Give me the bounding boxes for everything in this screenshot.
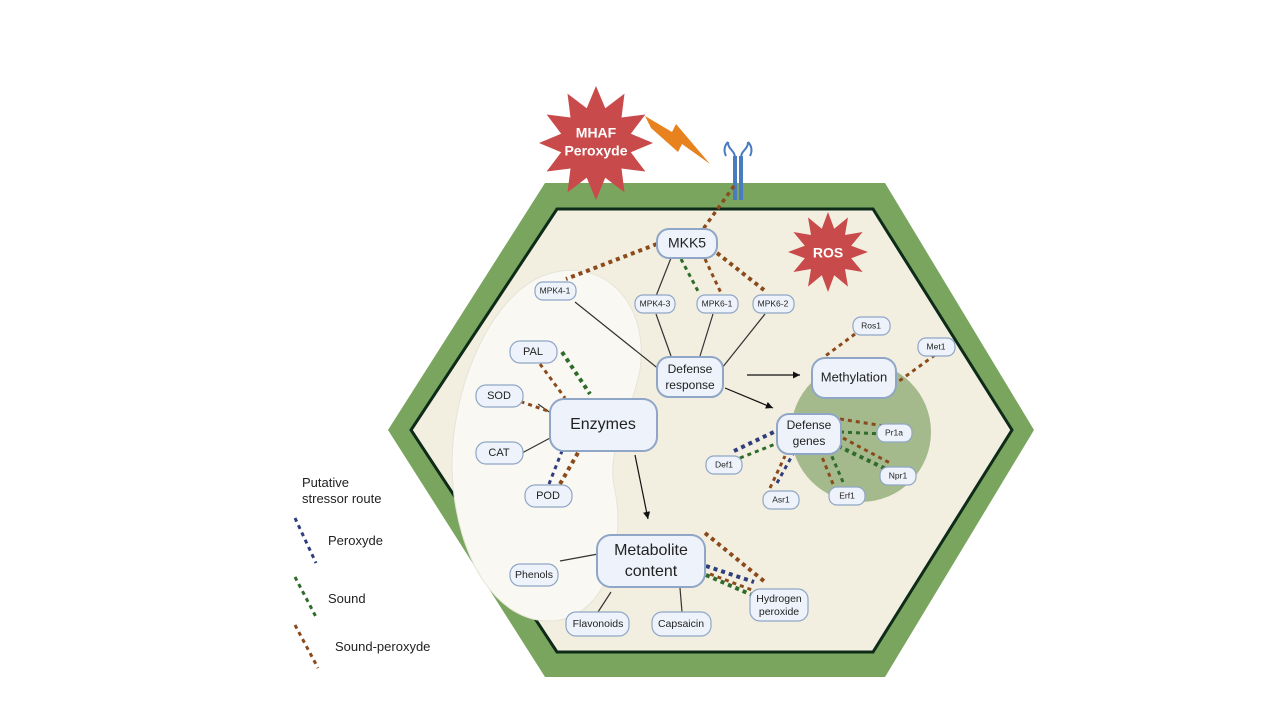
node-def1-label: Def1	[715, 459, 733, 469]
node-mpk4-3-label: MPK4-3	[640, 298, 671, 308]
node-metabolite-content: Metabolite content	[596, 534, 706, 588]
lightning-icon	[645, 116, 710, 164]
node-ros1: Ros1	[852, 316, 891, 336]
node-pal: PAL	[509, 340, 558, 364]
node-defense-genes: Defense genes	[776, 413, 842, 455]
node-capsaicin-label: Capsaicin	[658, 618, 704, 630]
node-mpk4-1: MPK4-1	[534, 281, 577, 301]
node-defense-response-line2: response	[665, 378, 715, 392]
node-flavonoids: Flavonoids	[565, 611, 630, 637]
node-metabolite-content-line1: Metabolite	[614, 542, 688, 559]
node-mpk6-1: MPK6-1	[696, 294, 739, 314]
node-metabolite-content-line2: content	[625, 563, 678, 580]
node-met1-label: Met1	[927, 341, 946, 351]
legend-swatch-peroxyde	[293, 517, 318, 564]
node-def1: Def1	[705, 455, 743, 475]
node-erf1: Erf1	[828, 486, 866, 506]
node-mpk6-1-label: MPK6-1	[702, 298, 733, 308]
solid-connections	[521, 257, 766, 613]
legend-swatch-sound-peroxyde	[293, 624, 320, 669]
legend: Putative stressor route Peroxyde Sound S…	[293, 475, 430, 669]
node-erf1-label: Erf1	[839, 490, 855, 500]
stressor-label-line2: Peroxyde	[564, 143, 627, 159]
node-hydrogen-peroxide-line1: Hydrogen	[756, 593, 802, 605]
dashed-routes	[512, 184, 936, 597]
node-capsaicin: Capsaicin	[651, 611, 712, 637]
stressor-label-line1: MHAF	[576, 125, 617, 141]
legend-swatch-sound	[293, 576, 318, 618]
ros-starburst-icon	[788, 212, 868, 292]
vacuole	[451, 269, 642, 622]
node-pod-label: POD	[536, 490, 560, 502]
node-defense-response-line1: Defense	[668, 362, 713, 376]
node-npr1-label: Npr1	[889, 470, 908, 480]
node-hydrogen-peroxide-line2: peroxide	[759, 606, 799, 618]
node-flavonoids-label: Flavonoids	[573, 618, 624, 630]
arrows	[634, 371, 800, 520]
node-asr1-label: Asr1	[772, 494, 790, 504]
node-enzymes: Enzymes	[549, 398, 658, 452]
node-sod-label: SOD	[487, 390, 511, 402]
node-sod: SOD	[475, 384, 524, 408]
node-methylation-label: Methylation	[821, 369, 887, 384]
node-pal-label: PAL	[523, 346, 543, 358]
node-cat-label: CAT	[488, 447, 509, 459]
receptor-icon	[723, 141, 753, 200]
node-mpk4-1-label: MPK4-1	[540, 285, 571, 295]
legend-title-line1: Putative	[302, 475, 349, 490]
node-pr1a: Pr1a	[876, 423, 913, 443]
node-methylation: Methylation	[811, 357, 897, 399]
node-pr1a-label: Pr1a	[885, 427, 903, 437]
node-mkk5-label: MKK5	[668, 235, 706, 251]
node-mpk4-3: MPK4-3	[634, 294, 676, 314]
legend-label-sound-peroxyde: Sound-peroxyde	[335, 639, 430, 654]
node-asr1: Asr1	[762, 490, 800, 510]
node-met1: Met1	[917, 337, 956, 357]
node-npr1: Npr1	[879, 466, 917, 486]
node-defense-genes-line2: genes	[793, 434, 826, 448]
node-pod: POD	[524, 484, 573, 508]
node-cat: CAT	[475, 441, 524, 465]
legend-label-peroxyde: Peroxyde	[328, 533, 383, 548]
node-phenols-label: Phenols	[515, 569, 553, 581]
node-mpk6-2: MPK6-2	[752, 294, 795, 314]
legend-title-line2: stressor route	[302, 491, 381, 506]
legend-label-sound: Sound	[328, 591, 366, 606]
node-enzymes-label: Enzymes	[570, 416, 636, 433]
node-defense-genes-line1: Defense	[787, 418, 832, 432]
mhaf-starburst-icon	[539, 86, 653, 200]
ros-label: ROS	[813, 245, 843, 261]
node-phenols: Phenols	[509, 563, 559, 587]
node-mpk6-2-label: MPK6-2	[758, 298, 789, 308]
node-mkk5: MKK5	[656, 228, 718, 259]
node-defense-response: Defense response	[656, 356, 724, 398]
node-ros1-label: Ros1	[861, 320, 881, 330]
node-hydrogen-peroxide: Hydrogen peroxide	[749, 588, 809, 622]
